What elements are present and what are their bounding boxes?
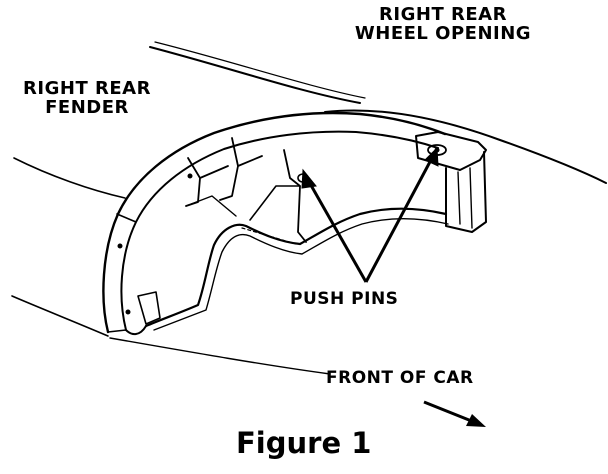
wheel-opening-label: RIGHT REAR WHEEL OPENING	[318, 4, 568, 44]
fender-top-edge	[13, 157, 126, 199]
liner-rib-3	[283, 149, 307, 243]
push-pin-pointers	[301, 146, 439, 283]
lower-body-line	[109, 337, 331, 375]
wheel-opening-label-line2: WHEEL OPENING	[354, 22, 532, 44]
push-pins-label: PUSH PINS	[290, 289, 399, 309]
body-panel-edge	[149, 46, 361, 104]
fender-label: RIGHT REAR FENDER	[2, 78, 172, 118]
wheel-opening-label-line1: RIGHT REAR	[379, 4, 507, 25]
wheel-opening-arch	[324, 109, 607, 184]
liner-end-wall-rib	[457, 167, 473, 229]
flange-hole-1	[117, 243, 123, 249]
liner-end-wall	[445, 151, 487, 233]
front-of-car-label: FRONT OF CAR	[326, 368, 474, 388]
liner-rib-4	[249, 185, 301, 221]
liner-dashed-seam	[241, 227, 297, 245]
fender-label-line2: FENDER	[45, 96, 129, 118]
liner-flange-lip	[107, 213, 137, 333]
fender-label-line1: RIGHT REAR	[23, 78, 151, 99]
fender-bottom-edge	[11, 295, 109, 337]
liner-well-curve	[144, 207, 448, 328]
liner-well-inner	[153, 218, 449, 331]
body-panel-edge-inner	[154, 41, 366, 99]
liner-rib-5	[185, 195, 237, 217]
liner-inner-flange	[120, 130, 439, 331]
liner-rib-2	[219, 137, 263, 201]
liner-bottom-tab	[137, 291, 161, 325]
liner-lower-lip	[125, 325, 147, 336]
liner-outer-flange	[102, 111, 447, 334]
arrow-down-right-icon	[423, 400, 486, 427]
flange-hole-3	[125, 309, 131, 315]
flange-hole-2	[187, 173, 193, 179]
figure-caption: Figure 1	[236, 426, 372, 460]
liner-end-bracket	[415, 131, 487, 171]
